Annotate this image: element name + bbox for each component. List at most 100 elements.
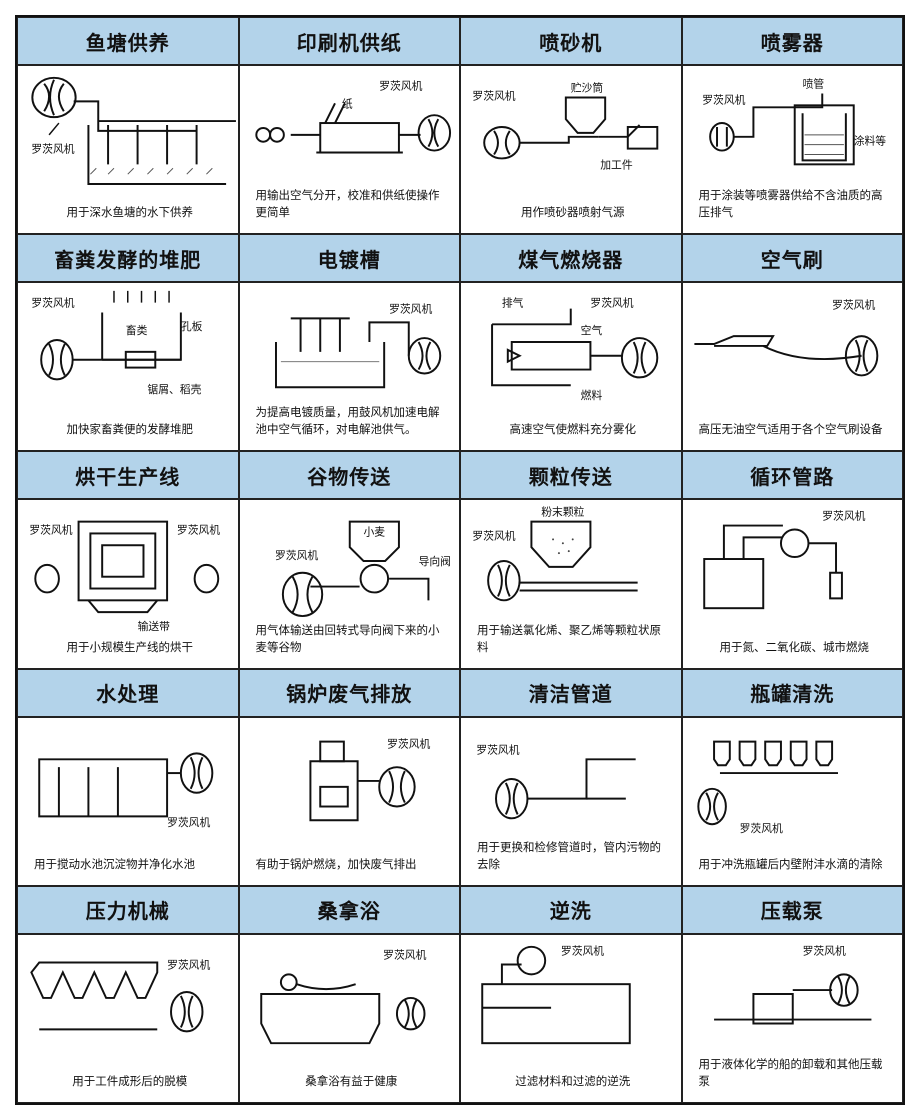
orifice-plate-label: 孔板 xyxy=(181,319,203,333)
blower-label: 罗茨风机 xyxy=(379,79,422,93)
cell-title: 喷雾器 xyxy=(682,18,902,66)
water-treatment-diagram: 罗茨风机 xyxy=(38,752,214,829)
blower-label: 罗茨风机 xyxy=(832,298,875,312)
fish-pond-diagram: 罗茨风机 xyxy=(31,76,236,185)
cell-grain-transfer: 谷物传送 小麦 罗茨风机 导向阀 用气体输送由回转式导向阀下来的小麦等谷物 xyxy=(238,451,460,669)
cell-description: 桑拿浴有益于健康 xyxy=(305,1073,398,1088)
cell-sandblaster: 喷砂机 罗茨风机 贮沙筒 加工件 用作喷砂器喷射气源 xyxy=(460,17,682,235)
cell-press-machine: 压力机械 罗茨风机 用于工件成形后的脱模 xyxy=(17,885,239,1103)
bottle-cleaning-diagram: 罗茨风机 xyxy=(696,740,838,835)
cell-water-treatment: 水处理 罗茨风机 用于搅动水池沉淀物并净化水池 xyxy=(17,668,239,886)
cell-description: 用于搅动水池沉淀物并净化水池 xyxy=(34,856,195,871)
cell-description: 用于输送氯化烯、聚乙烯等颗粒状原料 xyxy=(477,622,661,654)
backwash-diagram: 罗茨风机 xyxy=(481,943,631,1044)
cell-description: 为提高电镀质量，用鼓风机加速电解池中空气循环，对电解池供气。 xyxy=(255,405,440,437)
cell-description: 用于涂装等喷雾器供给不含油质的高压排气 xyxy=(698,188,883,220)
electroplating-diagram: 罗茨风机 xyxy=(274,302,441,389)
compost-diagram: 罗茨风机 畜类 孔板 锯屑、稻壳 xyxy=(31,291,203,396)
diverter-valve-label: 导向阀 xyxy=(418,554,450,568)
cell-description: 用输出空气分开，校准和供纸使操作更简单 xyxy=(255,188,440,220)
cell-sauna: 桑拿浴 罗茨风机 桑拿浴有益于健康 xyxy=(238,885,460,1103)
cell-body: 罗茨风机 畜类 孔板 锯屑、稻壳 加快家畜粪便的发酵堆肥 xyxy=(18,283,238,450)
cell-title: 水处理 xyxy=(18,669,238,718)
cell-description: 用作喷砂器喷射气源 xyxy=(521,205,625,220)
cell-pellet-transfer: 颗粒传送 粉末颗粒 罗茨风机 用于输送氯化烯、聚乙烯等颗粒状原料 xyxy=(460,451,682,669)
blower-label-left: 罗茨风机 xyxy=(29,523,72,537)
cell-description: 用于工件成形后的脱模 xyxy=(72,1073,188,1088)
cell-title: 桑拿浴 xyxy=(239,886,459,935)
blower-label: 罗茨风机 xyxy=(167,815,210,829)
cell-title: 清洁管道 xyxy=(461,669,681,718)
application-grid: 鱼塘供养 罗茨风机 用于深水鱼塘的水下供养 印刷机供纸 xyxy=(15,15,905,1105)
wheat-label: 小麦 xyxy=(363,526,385,539)
cell-title: 畜粪发酵的堆肥 xyxy=(18,235,238,284)
cell-description: 用于冲洗瓶罐后内壁附沣水滴的清除 xyxy=(698,856,883,871)
cell-title: 烘干生产线 xyxy=(18,452,238,501)
sauna-diagram: 罗茨风机 xyxy=(259,947,426,1044)
cell-body: 罗茨风机 罗茨风机 输送带 用于小规模生产线的烘干 xyxy=(18,500,238,667)
cell-backwash: 逆洗 罗茨风机 过滤材料和过滤的逆洗 xyxy=(460,885,682,1103)
paper-label: 纸 xyxy=(341,97,352,110)
cell-description: 高速空气使燃料充分雾化 xyxy=(509,422,637,437)
manure-label: 畜类 xyxy=(126,323,148,337)
cell-body: 罗茨风机 过滤材料和过滤的逆洗 xyxy=(461,935,681,1102)
airbrush-diagram: 罗茨风机 xyxy=(693,298,878,377)
cell-electroplating: 电镀槽 罗茨风机 为提高电镀质量，用鼓风机加速电解池中空气循环，对电解池供气。 xyxy=(238,234,460,452)
blower-label: 罗茨风机 xyxy=(702,92,745,106)
cell-body: 排气 罗茨风机 空气 燃料 高速空气使燃料充分雾化 xyxy=(461,283,681,450)
gas-burner-diagram: 排气 罗茨风机 空气 燃料 xyxy=(491,296,659,402)
blower-label: 罗茨风机 xyxy=(472,529,515,543)
nozzle-label: 喷管 xyxy=(802,77,824,91)
ballast-pump-diagram: 罗茨风机 xyxy=(713,943,871,1025)
blower-label: 罗茨风机 xyxy=(31,142,74,156)
air-label: 空气 xyxy=(581,323,603,337)
cell-compost: 畜粪发酵的堆肥 罗茨风机 畜类 孔板 锯屑、稻壳 加快家畜粪便的发酵堆肥 xyxy=(17,234,239,452)
pellet-transfer-diagram: 粉末颗粒 罗茨风机 xyxy=(472,505,638,602)
cell-title: 鱼塘供养 xyxy=(18,18,238,66)
blower-label: 罗茨风机 xyxy=(802,943,845,957)
blower-label: 罗茨风机 xyxy=(472,88,515,102)
fuel-label: 燃料 xyxy=(581,388,603,402)
drying-line-diagram: 罗茨风机 罗茨风机 输送带 xyxy=(29,521,220,633)
cell-title: 喷砂机 xyxy=(461,18,681,66)
blower-label: 罗茨风机 xyxy=(275,548,318,562)
cell-description: 用气体输送由回转式导向阀下来的小麦等谷物 xyxy=(255,622,440,654)
cell-title: 锅炉废气排放 xyxy=(239,669,459,718)
cell-description: 用于液体化学的船的卸载和其他压载泵 xyxy=(698,1056,883,1088)
cell-title: 瓶罐清洗 xyxy=(682,669,902,718)
cell-pipe-cleaning: 清洁管道 罗茨风机 用于更换和检修管道时，管内污物的去除 xyxy=(460,668,682,886)
cell-body: 罗茨风机 用于搅动水池沉淀物并净化水池 xyxy=(18,718,238,885)
blower-label: 罗茨风机 xyxy=(31,296,74,310)
cell-body: 罗茨风机 有助于锅炉燃烧，加快废气排出 xyxy=(240,718,460,885)
grain-transfer-diagram: 小麦 罗茨风机 导向阀 xyxy=(275,521,450,618)
cell-title: 谷物传送 xyxy=(239,452,459,501)
sprayer-diagram: 罗茨风机 喷管 涂料等 xyxy=(702,77,886,166)
cell-circulation-pipe: 循环管路 罗茨风机 用于氮、二氧化碳、城市燃烧 xyxy=(681,451,903,669)
cell-title: 煤气燃烧器 xyxy=(461,235,681,284)
conveyor-label: 输送带 xyxy=(138,619,171,633)
cell-description: 用于氮、二氧化碳、城市燃烧 xyxy=(719,639,870,654)
cell-title: 循环管路 xyxy=(682,452,902,501)
circulation-pipe-diagram: 罗茨风机 xyxy=(702,509,865,610)
cell-body: 罗茨风机 用于液体化学的船的卸载和其他压载泵 xyxy=(683,935,903,1102)
cell-body: 罗茨风机 用于氮、二氧化碳、城市燃烧 xyxy=(683,500,903,667)
cell-drying-line: 烘干生产线 罗茨风机 罗茨风机 输送带 用于小规模生产线的烘干 xyxy=(17,451,239,669)
boiler-exhaust-diagram: 罗茨风机 xyxy=(308,736,430,821)
cell-title: 压载泵 xyxy=(682,886,902,935)
cell-description: 用于深水鱼塘的水下供养 xyxy=(66,205,194,220)
cell-printing-press: 印刷机供纸 纸 罗茨风机 用输出空气分开，校准和供纸使操作更简单 xyxy=(238,17,460,235)
blower-label: 罗茨风机 xyxy=(476,742,519,756)
cell-title: 电镀槽 xyxy=(239,235,459,284)
cell-body: 粉末颗粒 罗茨风机 用于输送氯化烯、聚乙烯等颗粒状原料 xyxy=(461,500,681,667)
blower-label-right: 罗茨风机 xyxy=(177,523,220,537)
cell-body: 罗茨风机 高压无油空气适用于各个空气刷设备 xyxy=(683,283,903,450)
sandblaster-diagram: 罗茨风机 贮沙筒 加工件 xyxy=(472,81,659,171)
blower-label: 罗茨风机 xyxy=(167,957,210,971)
cell-body: 罗茨风机 用于冲洗瓶罐后内壁附沣水滴的清除 xyxy=(683,718,903,885)
blower-label: 罗茨风机 xyxy=(561,943,604,957)
cell-body: 小麦 罗茨风机 导向阀 用气体输送由回转式导向阀下来的小麦等谷物 xyxy=(240,500,460,667)
exhaust-label: 排气 xyxy=(502,296,524,310)
cell-title: 颗粒传送 xyxy=(461,452,681,501)
cell-title: 压力机械 xyxy=(18,886,238,935)
blower-label: 罗茨风机 xyxy=(739,821,782,835)
